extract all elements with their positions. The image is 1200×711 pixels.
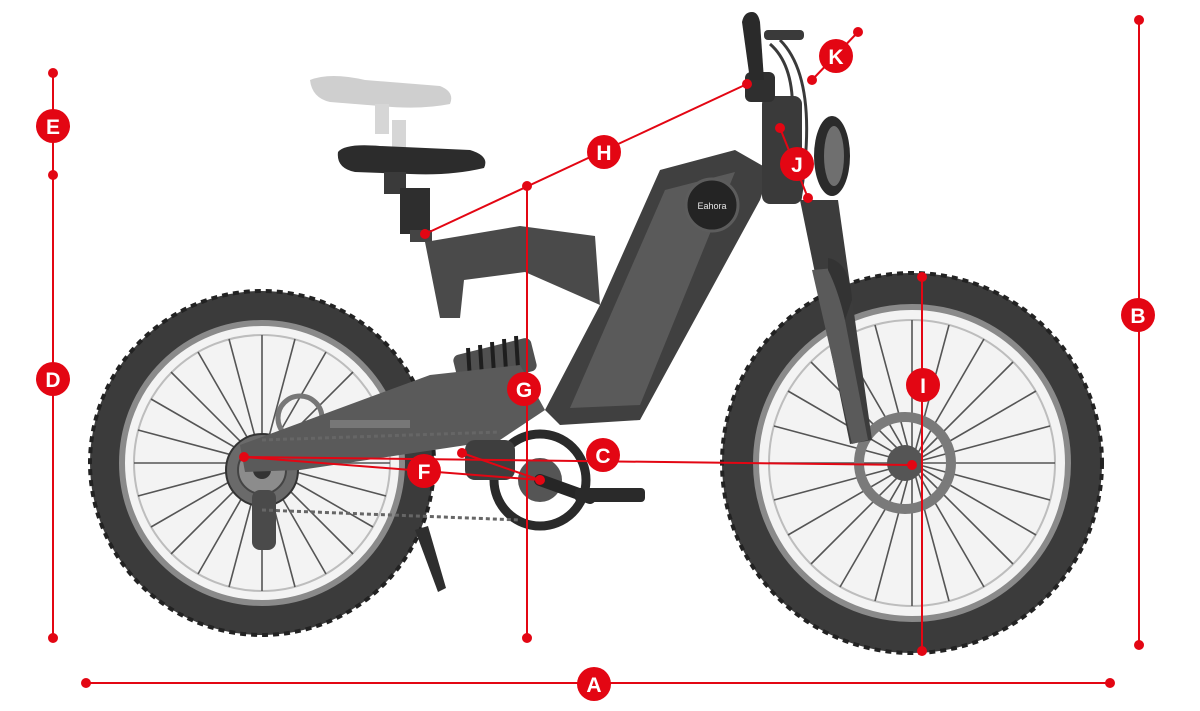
svg-text:B: B [1130,305,1145,328]
brand-logo: Eahora [697,201,726,211]
label-h: H [587,135,621,169]
label-i: I [906,368,940,402]
svg-text:F: F [418,461,431,484]
bike-illustration: Eahora [88,12,1104,655]
label-g: G [507,372,541,406]
svg-text:G: G [516,379,532,402]
label-b: B [1121,298,1155,332]
label-j: J [780,147,814,181]
svg-text:I: I [920,375,926,398]
svg-text:H: H [596,142,611,165]
dimension-labels: A B C D E F G H [36,39,1155,701]
svg-text:D: D [45,369,60,392]
label-c: C [586,438,620,472]
svg-text:K: K [828,46,843,69]
dim-line-h [424,83,748,235]
label-e: E [36,109,70,143]
label-d: D [36,362,70,396]
label-k: K [819,39,853,73]
svg-text:C: C [595,445,610,468]
svg-text:J: J [791,154,803,177]
dim-line-c [243,456,913,466]
svg-text:A: A [586,674,601,697]
svg-text:E: E [46,116,60,139]
label-f: F [407,454,441,488]
dimension-endpoints [48,15,1144,688]
label-a: A [577,667,611,701]
